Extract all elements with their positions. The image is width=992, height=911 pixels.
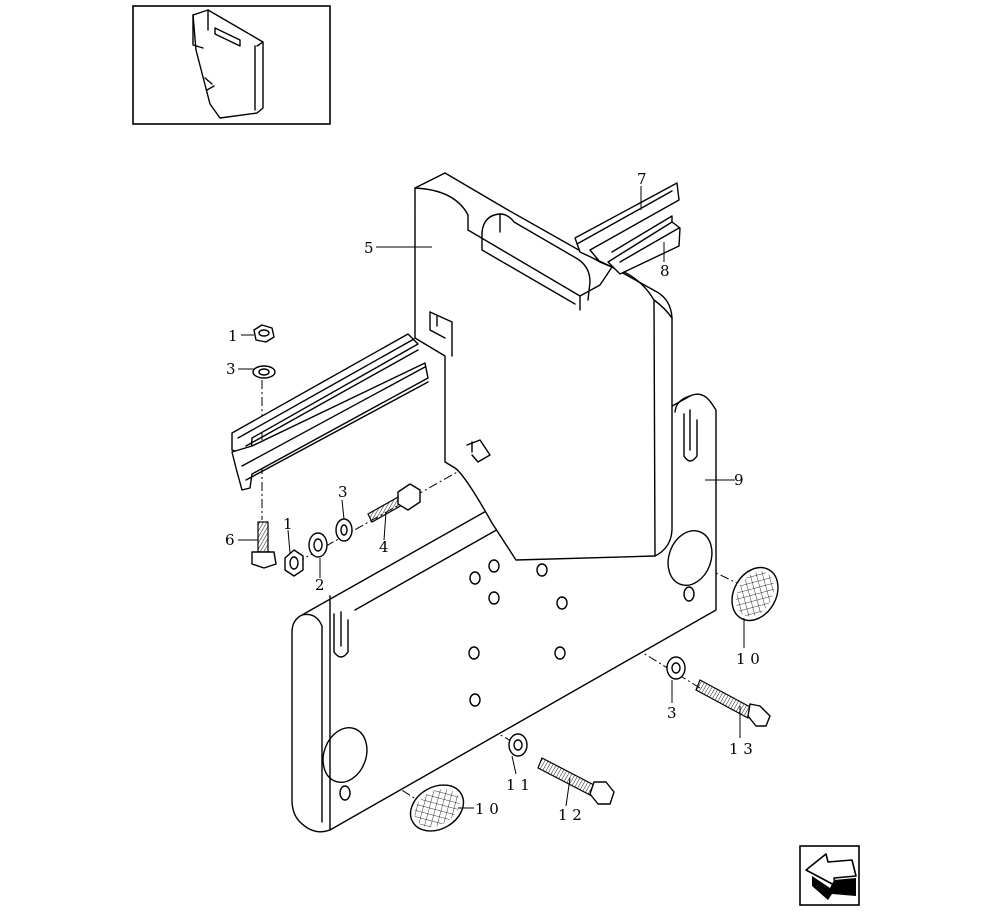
callout-10-right: 1 0 bbox=[736, 650, 760, 668]
callout-3-top: 3 bbox=[226, 360, 236, 378]
arrow-back-icon bbox=[805, 853, 857, 900]
nav-back-button[interactable] bbox=[799, 845, 860, 906]
bolt-icon bbox=[367, 483, 421, 523]
callout-11: 1 1 bbox=[506, 776, 530, 794]
callout-2: 2 bbox=[315, 576, 325, 594]
nut-icon bbox=[284, 549, 304, 577]
counterweight-part-5 bbox=[414, 172, 673, 561]
washer-icon bbox=[335, 518, 353, 542]
weight-thumbnail-icon bbox=[192, 9, 264, 119]
bolt-icon bbox=[537, 757, 615, 805]
bolt-icon bbox=[251, 521, 277, 569]
callout-3-right: 3 bbox=[667, 704, 677, 722]
callout-3-mid: 3 bbox=[338, 483, 348, 501]
callout-1-lower: 1 bbox=[283, 515, 293, 533]
callout-9: 9 bbox=[734, 471, 744, 489]
angle-rail bbox=[231, 333, 429, 491]
callout-5: 5 bbox=[364, 239, 374, 257]
callout-12: 1 2 bbox=[558, 806, 582, 824]
washer-icon bbox=[508, 733, 528, 757]
callout-6: 6 bbox=[225, 531, 235, 549]
leader-lines bbox=[238, 186, 745, 809]
thumbnail-panel bbox=[132, 5, 331, 125]
callout-13: 1 3 bbox=[729, 740, 753, 758]
washer-icon bbox=[252, 365, 276, 379]
callout-4: 4 bbox=[379, 538, 389, 556]
callout-labels: 1 3 6 1 2 3 4 5 7 8 9 1 0 3 1 3 1 1 1 2 … bbox=[225, 170, 760, 824]
callout-7: 7 bbox=[637, 170, 647, 188]
callout-1-top: 1 bbox=[228, 327, 238, 345]
nut-icon bbox=[253, 324, 275, 343]
callout-8: 8 bbox=[660, 262, 670, 280]
callout-10-bottom: 1 0 bbox=[475, 800, 499, 818]
reflector-icon bbox=[409, 784, 465, 832]
lock-washer-icon bbox=[308, 532, 328, 558]
washer-icon bbox=[666, 656, 686, 680]
bolt-icon bbox=[695, 679, 771, 727]
reflector-icon bbox=[731, 566, 779, 622]
rail-parts-7-8 bbox=[574, 182, 681, 275]
